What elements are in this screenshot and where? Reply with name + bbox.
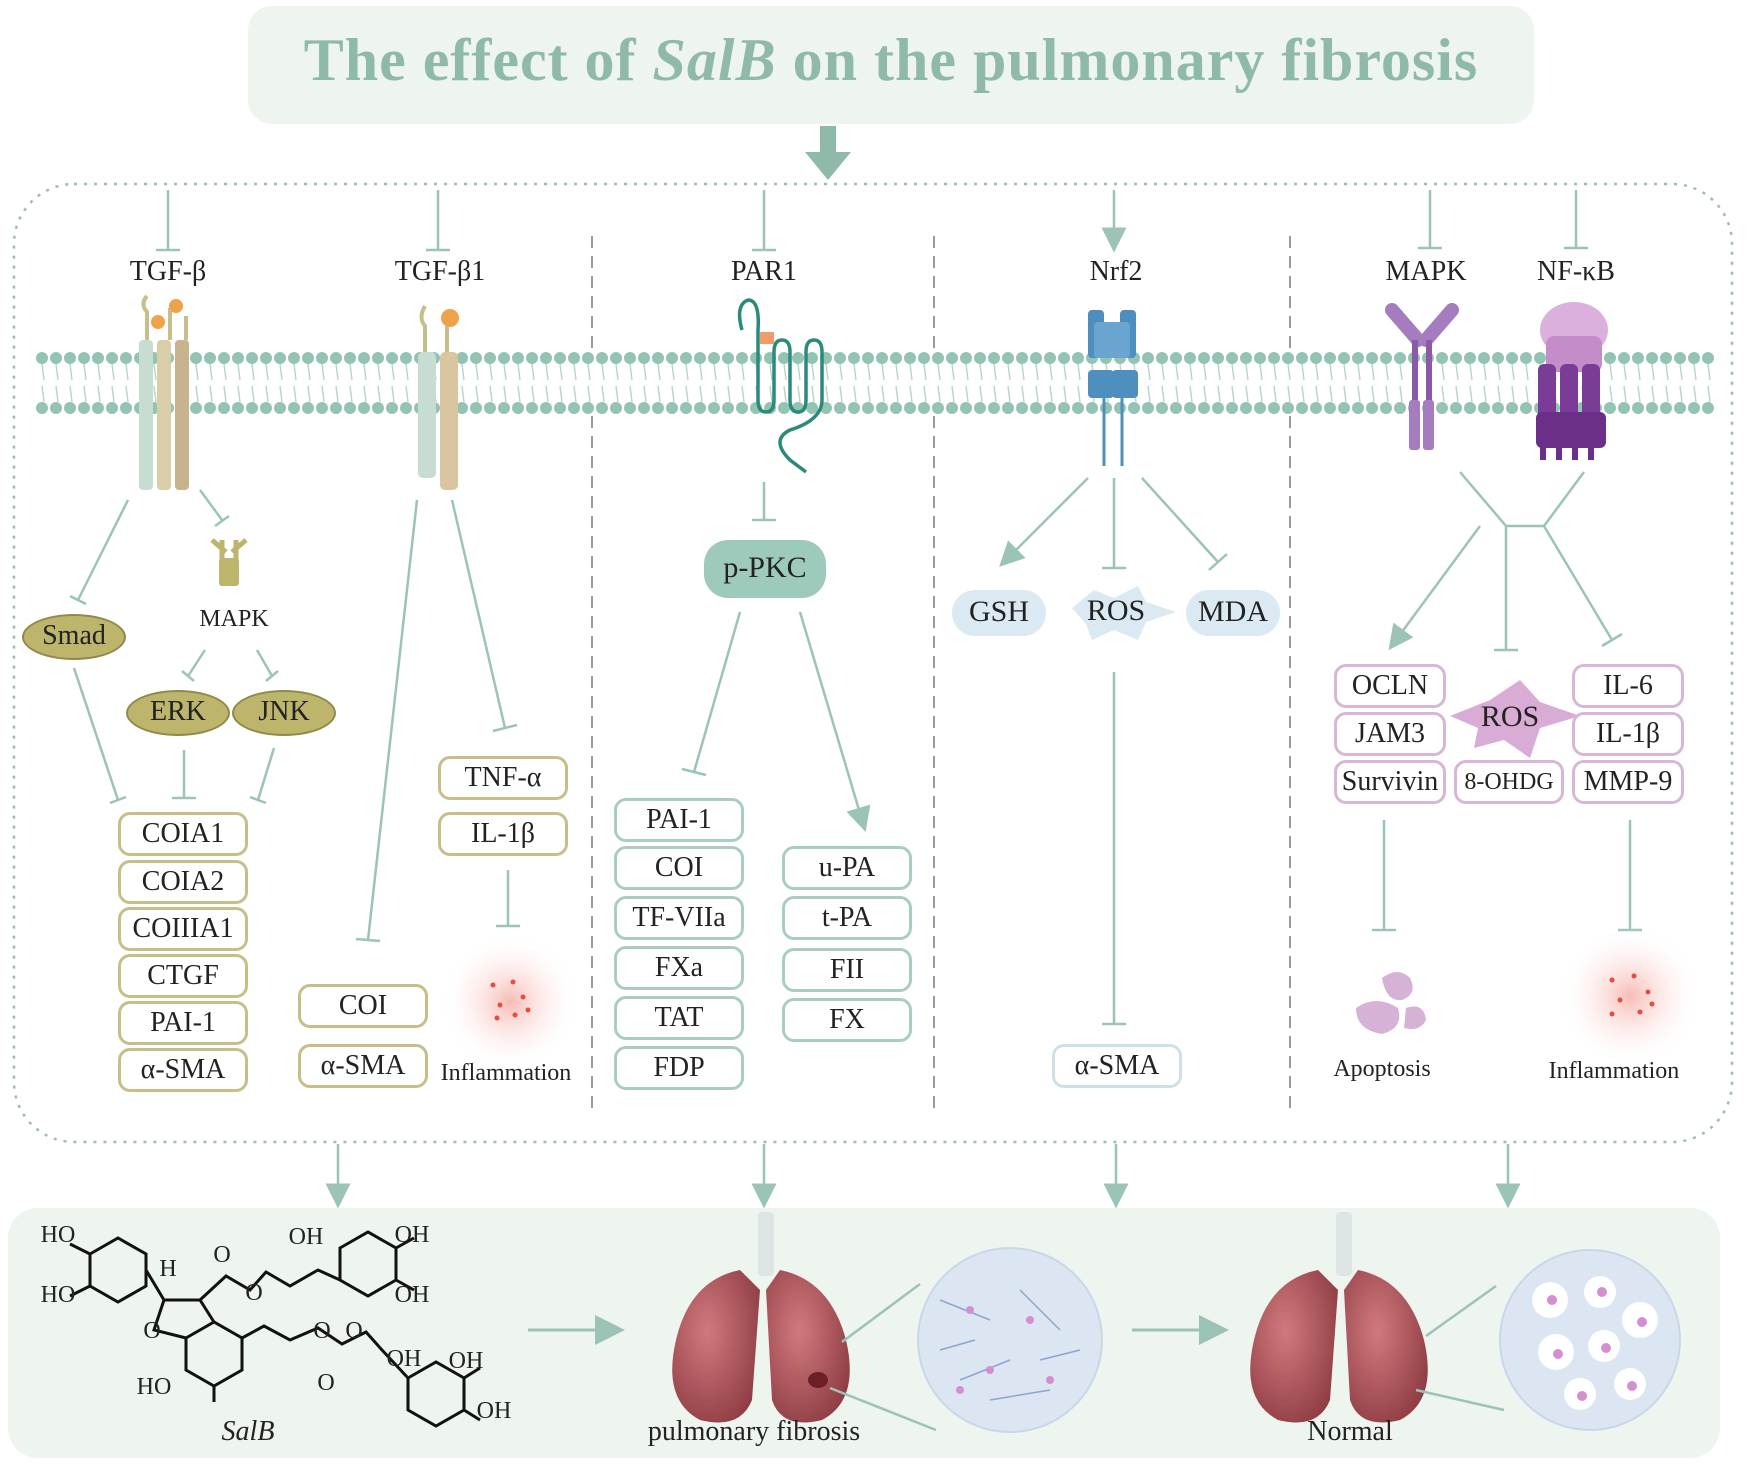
nrf2-label: Nrf2 <box>1089 256 1143 287</box>
salb-label: SalB <box>221 1416 275 1447</box>
p2-target-tpa: t-PA <box>782 896 912 940</box>
target-ctgf: CTGF <box>118 954 248 998</box>
panel3-arrows <box>999 190 1228 1026</box>
p3-target-asma: α-SMA <box>1052 1044 1182 1088</box>
tgf-beta-label: TGF-β <box>129 256 207 287</box>
lung-fibrosis <box>672 1212 1103 1433</box>
panel4-arrows <box>1372 190 1642 932</box>
atom-h: H <box>159 1256 177 1282</box>
p2-target-upa: u-PA <box>782 846 912 890</box>
p2-target-fx: FX <box>782 998 912 1042</box>
p2-target-fdp: FDP <box>614 1046 744 1090</box>
figure-title: The effect of SalB on the pulmonary fibr… <box>303 27 1479 93</box>
tgf-beta1-label: TGF-β1 <box>394 256 486 287</box>
lung-normal <box>1250 1212 1681 1431</box>
inflammation-cloud-2 <box>1558 924 1702 1068</box>
p2-target-tat: TAT <box>614 996 744 1040</box>
title-arrow <box>805 126 851 180</box>
cell-membrane <box>36 352 1716 414</box>
mapk-mini-receptor <box>210 538 248 586</box>
normal-label: Normal <box>1307 1416 1393 1447</box>
mapk-label: MAPK <box>1385 256 1467 287</box>
p2-target-fxa: FXa <box>614 946 744 990</box>
ppkc-node: p-PKC <box>704 540 826 598</box>
atom-o-ester-2: O <box>317 1370 335 1396</box>
ros-star-panel3 <box>1072 586 1176 640</box>
target-coia1: COIA1 <box>118 812 248 856</box>
jnk-node: JNK <box>232 690 336 736</box>
atom-o-ester-1: O <box>245 1280 263 1306</box>
target-asma: α-SMA <box>118 1048 248 1092</box>
atom-oh-6: OH <box>476 1398 512 1424</box>
p4-target-ocln: OCLN <box>1334 664 1446 708</box>
ros-label-p3: ROS <box>1086 594 1146 627</box>
apoptosis-cells <box>1356 972 1426 1034</box>
atom-oh-1: OH <box>288 1224 324 1250</box>
target-coia2: COIA2 <box>118 860 248 904</box>
target-coi-p1: COI <box>298 984 428 1028</box>
panel2-arrows <box>681 190 871 832</box>
tgf-beta1-receptor <box>418 304 459 490</box>
target-coiiia1: COIIIA1 <box>118 907 248 951</box>
salb-structure <box>69 1230 481 1428</box>
bottom-arrows <box>325 1144 1521 1209</box>
cytokine-tnfa: TNF-α <box>438 756 568 800</box>
p4-target-mmp9: MMP-9 <box>1572 760 1684 804</box>
par1-receptor <box>737 298 824 474</box>
cytokine-il1b: IL-1β <box>438 812 568 856</box>
atom-oh-5: OH <box>448 1348 484 1374</box>
p2-target-tfviia: TF-VIIa <box>614 896 744 940</box>
mapk-mini-label: MAPK <box>199 606 269 632</box>
nrf2-receptor <box>1088 310 1138 466</box>
p2-target-pai1: PAI-1 <box>614 798 744 842</box>
atom-ho-2: HO <box>40 1282 76 1308</box>
par1-label: PAR1 <box>731 256 797 287</box>
ros-label-p4: ROS <box>1480 700 1540 733</box>
tgf-beta-receptor <box>139 294 189 490</box>
p4-target-il6: IL-6 <box>1572 664 1684 708</box>
p4-target-8ohdg: 8-OHDG <box>1454 760 1564 804</box>
inflammation-label-2: Inflammation <box>1548 1058 1680 1084</box>
erk-node: ERK <box>126 690 230 736</box>
gsh-node: GSH <box>952 590 1046 636</box>
nfkb-receptor <box>1536 302 1608 460</box>
target-pai1: PAI-1 <box>118 1001 248 1045</box>
panel1-arrows <box>69 190 520 943</box>
ros-star-panel4 <box>1450 680 1580 758</box>
title-banner <box>248 6 1534 124</box>
pulmonary-fibrosis-label: pulmonary fibrosis <box>647 1416 861 1447</box>
p4-target-jam3: JAM3 <box>1334 712 1446 756</box>
inflammation-cloud-1 <box>440 932 580 1072</box>
atom-o-carbonyl-2: O <box>313 1318 331 1344</box>
p4-target-il1b: IL-1β <box>1572 712 1684 756</box>
target-asma-p1: α-SMA <box>298 1044 428 1088</box>
nfkb-label: NF-κB <box>1537 256 1615 287</box>
p2-target-fii: FII <box>782 948 912 992</box>
apoptosis-label: Apoptosis <box>1333 1056 1431 1082</box>
atom-ho-1: HO <box>40 1222 76 1248</box>
pathway-frame <box>12 182 1734 1144</box>
inflammation-label-1: Inflammation <box>440 1060 572 1086</box>
smad-node: Smad <box>22 614 126 660</box>
p2-target-coi: COI <box>614 846 744 890</box>
p4-target-survivin: Survivin <box>1334 760 1446 804</box>
atom-o-carbonyl-3: O <box>345 1318 363 1344</box>
atom-oh-2: OH <box>394 1222 430 1248</box>
atom-o-carbonyl-1: O <box>213 1242 231 1268</box>
atom-oh-4: OH <box>386 1346 422 1372</box>
atom-oh-3: OH <box>394 1282 430 1308</box>
mda-node: MDA <box>1186 590 1280 636</box>
mapk-receptor <box>1385 303 1459 450</box>
atom-ho-3: HO <box>136 1374 172 1400</box>
atom-o-ring: O <box>143 1318 161 1344</box>
